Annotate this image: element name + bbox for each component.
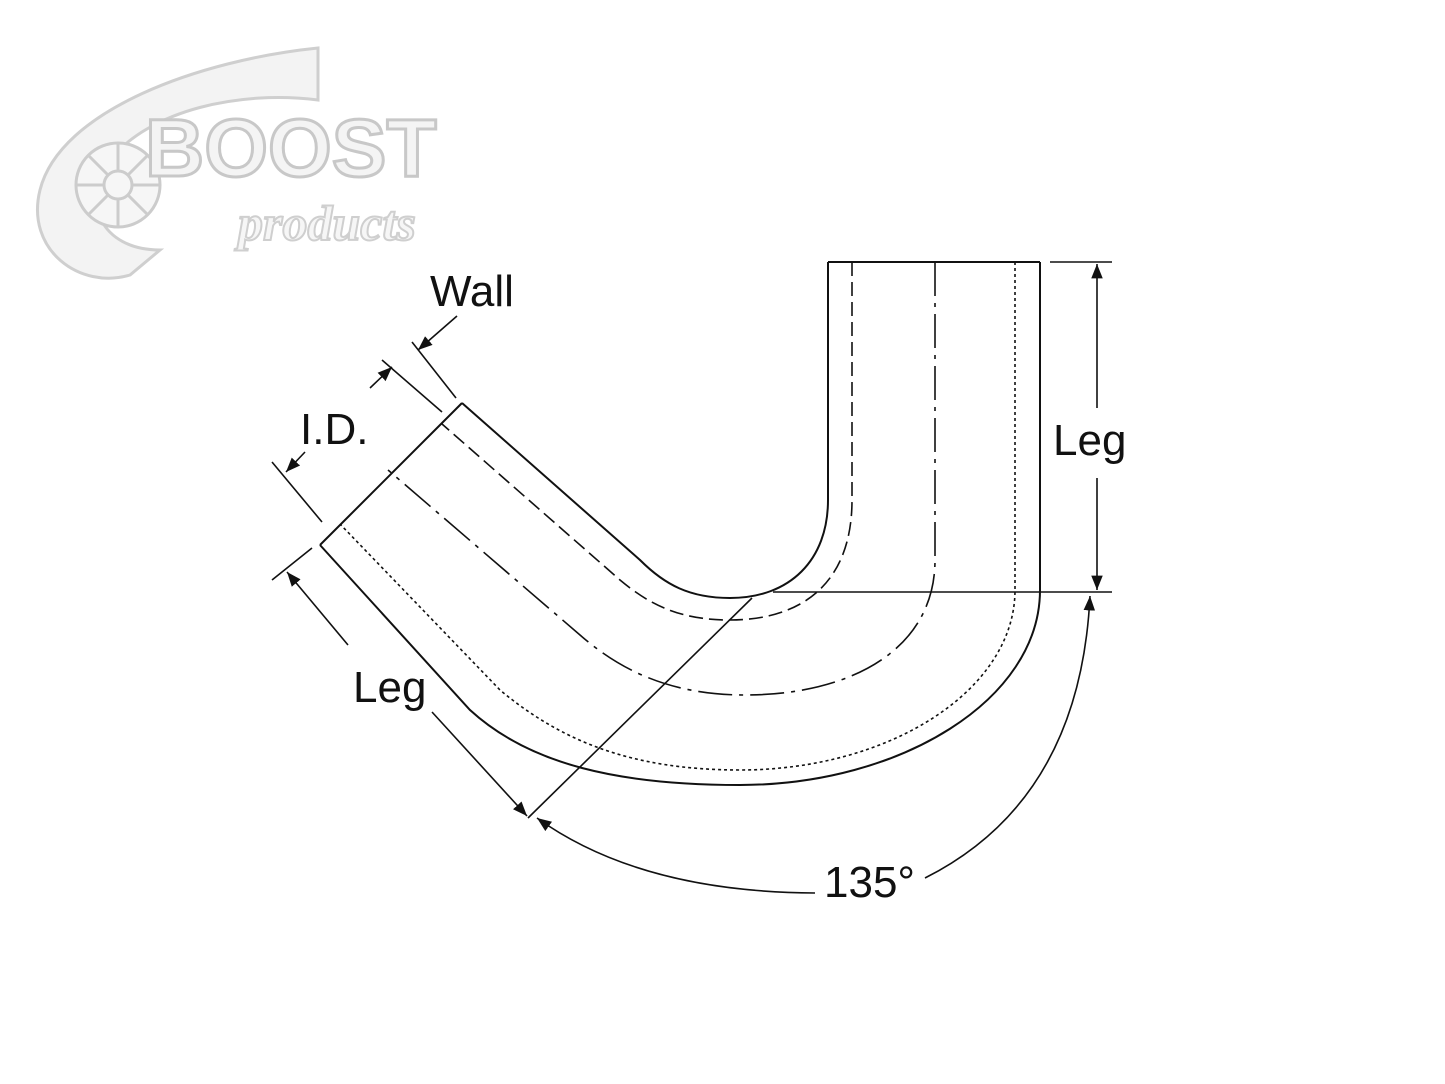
boost-products-logo: BOOST products: [36, 46, 438, 280]
leg-diagonal-dimension-lower: [431, 711, 528, 817]
hose-left-end: [319, 402, 463, 546]
wall-label: Wall: [430, 267, 514, 316]
inner-wall-hidden-line: [441, 262, 853, 621]
angle-arc-left: [536, 817, 816, 894]
logo-text-boost: BOOST: [145, 103, 437, 194]
turbine-blades-icon: [76, 143, 160, 227]
angle-label: 135°: [824, 858, 915, 907]
logo-text-products: products: [234, 195, 416, 251]
id-arrow-upper: [369, 366, 393, 389]
angle-arc-right: [924, 595, 1096, 879]
wall-extension: [411, 341, 457, 399]
outer-wall-hidden-line: [339, 262, 1016, 771]
wall-arrow: [417, 315, 458, 351]
leg-diagonal-dimension-upper: [286, 571, 349, 646]
leg-diagonal-extension: [271, 547, 313, 581]
centerline: [387, 262, 936, 696]
leg-diagonal-label: Leg: [353, 663, 426, 712]
bend-tangent-line-diagonal: [527, 597, 753, 819]
id-extension-upper: [381, 359, 443, 413]
id-arrow-lower: [285, 451, 306, 473]
hose-outer-edge: [319, 262, 1041, 787]
leg-vertical-label: Leg: [1053, 416, 1126, 465]
id-extension-lower: [271, 461, 323, 523]
hose-inner-edge: [461, 262, 829, 600]
id-label: I.D.: [300, 405, 368, 454]
